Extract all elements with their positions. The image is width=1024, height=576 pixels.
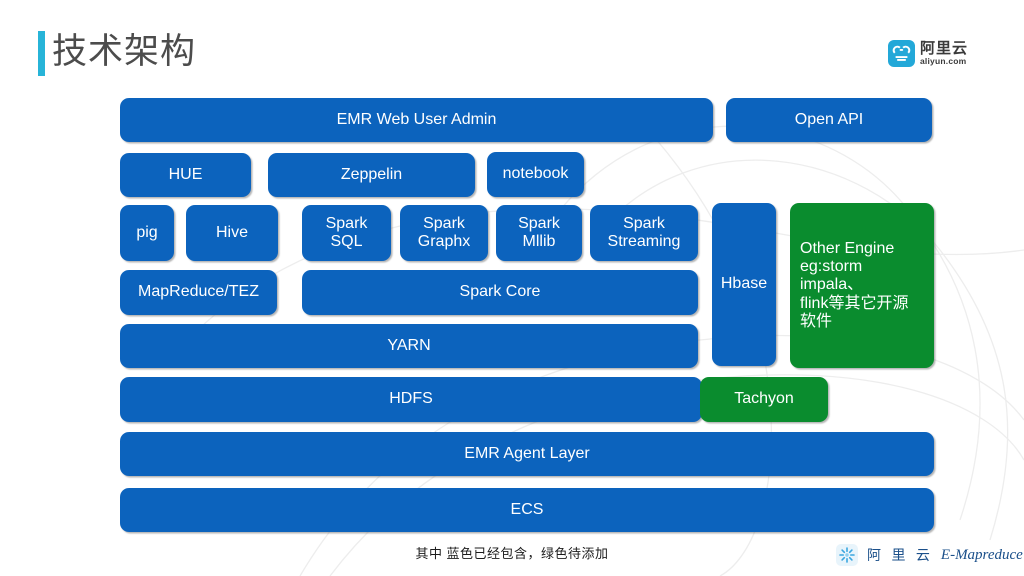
aliyun-logo: 阿里云 aliyun.com <box>888 36 980 70</box>
legend-note: 其中 蓝色已经包含，绿色待添加 <box>415 546 609 561</box>
aliyun-cloud-icon <box>888 39 915 67</box>
aliyun-name-en: aliyun.com <box>920 55 967 66</box>
emr-name-en: E-Mapreduce <box>940 546 1023 563</box>
arch-box-hdfs[interactable]: HDFS <box>120 377 702 422</box>
arch-box-zeppelin[interactable]: Zeppelin <box>268 153 475 197</box>
arch-box-hbase[interactable]: Hbase <box>712 203 776 366</box>
arch-box-label: Open API <box>794 110 864 128</box>
emr-logo: 阿 里 云 E-Mapreduce <box>836 542 1023 568</box>
arch-box-spark-core[interactable]: Spark Core <box>302 270 698 315</box>
arch-box-label: EMR Web User Admin <box>336 110 497 128</box>
arch-box-notebook[interactable]: notebook <box>487 152 584 197</box>
arch-box-mapreducetez[interactable]: MapReduce/TEZ <box>120 270 277 315</box>
arch-box-yarn[interactable]: YARN <box>120 324 698 368</box>
arch-box-label: HUE <box>168 165 203 183</box>
arch-box-label: ECS <box>510 500 544 518</box>
arch-box-label: Hive <box>215 223 248 241</box>
arch-box-tachyon[interactable]: Tachyon <box>700 377 828 422</box>
title-accent-bar <box>38 31 45 76</box>
arch-box-hive[interactable]: Hive <box>186 205 278 261</box>
arch-box-label: Hbase <box>720 275 768 293</box>
arch-box-open-api[interactable]: Open API <box>726 98 932 142</box>
aliyun-wordmark: 阿里云 aliyun.com <box>920 41 968 66</box>
arch-box-label: HDFS <box>389 390 433 408</box>
emr-burst-icon <box>836 544 858 566</box>
page-title: 技术架构 <box>52 32 197 71</box>
arch-box-label: EMR Agent Layer <box>464 444 590 462</box>
arch-box-pig[interactable]: pig <box>120 205 174 261</box>
arch-box-label: pig <box>136 223 158 241</box>
arch-box-label: Spark Core <box>459 283 541 301</box>
arch-box-emr-web-user-admin[interactable]: EMR Web User Admin <box>120 98 713 142</box>
arch-box-label: Tachyon <box>734 390 794 408</box>
arch-box-ecs[interactable]: ECS <box>120 488 934 532</box>
arch-box-label: notebook <box>502 165 569 183</box>
arch-box-emr-agent-layer[interactable]: EMR Agent Layer <box>120 432 934 476</box>
arch-box-label: YARN <box>387 336 431 354</box>
aliyun-name-cn: 阿里云 <box>920 39 969 57</box>
emr-name-cn: 阿 里 云 <box>867 548 933 564</box>
arch-box-label: Zeppelin <box>340 165 403 183</box>
arch-box-label: MapReduce/TEZ <box>138 283 259 301</box>
arch-box-hue[interactable]: HUE <box>120 153 251 197</box>
